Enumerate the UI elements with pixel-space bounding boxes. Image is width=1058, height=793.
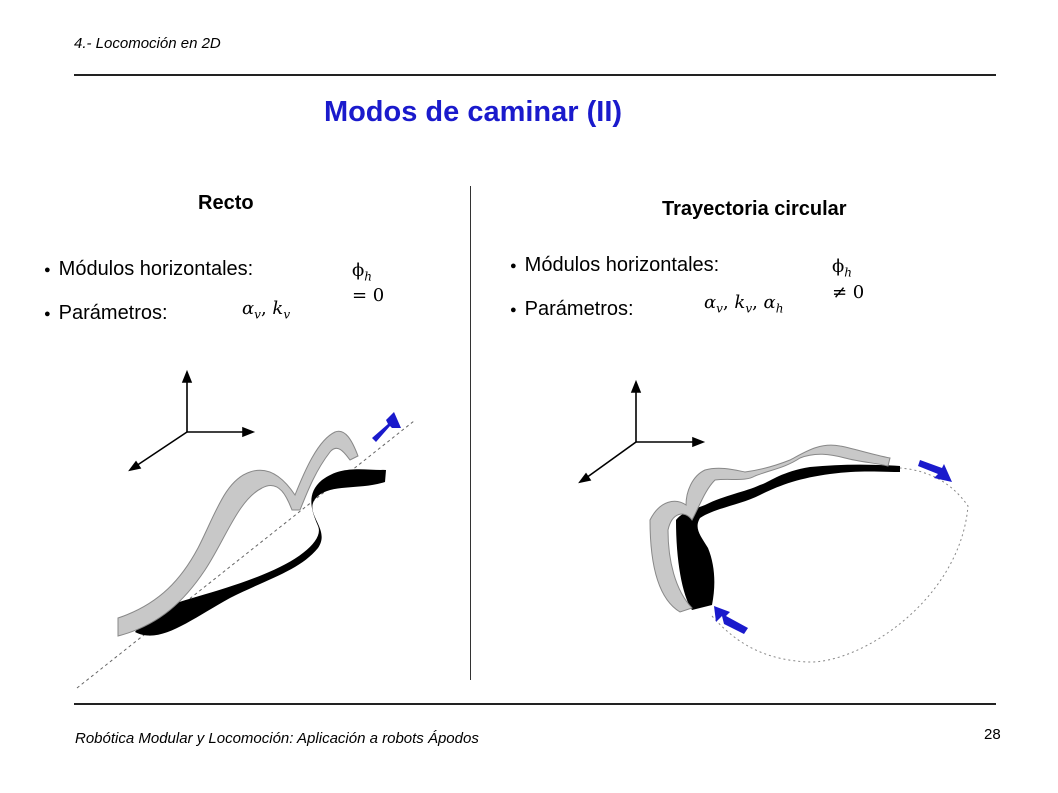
- left-phi-h: ϕh: [352, 260, 372, 284]
- direction-arrow-icon: [372, 412, 401, 442]
- right-bullet-modules-label: Módulos horizontales:: [524, 254, 720, 276]
- bullet-dot: ●: [510, 303, 517, 316]
- left-bullet-modules: ● Módulos horizontales:: [44, 258, 253, 281]
- right-bullet-params-label: Parámetros:: [524, 298, 634, 320]
- left-bullet-params: ● Parámetros:: [44, 302, 168, 325]
- bullet-dot: ●: [44, 307, 51, 320]
- direction-arrow-icon: [714, 606, 748, 634]
- right-bullet-modules: ● Módulos horizontales:: [510, 254, 719, 277]
- section-label: 4.- Locomoción en 2D: [74, 35, 221, 52]
- phi-symbol: ϕ: [352, 260, 365, 281]
- left-bullet-params-label: Parámetros:: [58, 302, 168, 324]
- right-params-math: αv, kv, αh: [704, 292, 784, 316]
- left-bullet-modules-label: Módulos horizontales:: [58, 258, 254, 280]
- left-phi-value: = 0: [352, 285, 385, 306]
- axes-icon: [578, 379, 706, 484]
- right-phi-value: ≠ 0: [832, 282, 865, 303]
- left-params-math: αv, kv: [242, 298, 291, 322]
- bullet-dot: ●: [510, 259, 517, 272]
- right-heading: Trayectoria circular: [662, 198, 847, 220]
- direction-arrow-icon: [918, 460, 952, 482]
- page-number: 28: [984, 726, 1001, 743]
- header-rule: [74, 74, 996, 76]
- axes-icon: [128, 369, 256, 472]
- robot-body: [649, 444, 891, 613]
- robot-shadow: [135, 469, 386, 636]
- bullet-dot: ●: [44, 263, 51, 276]
- right-phi-h: ϕh: [832, 256, 852, 280]
- column-divider: [470, 186, 471, 680]
- phi-subscript: h: [364, 269, 373, 284]
- phi-symbol: ϕ: [832, 256, 845, 277]
- footer-rule: [74, 703, 996, 705]
- right-bullet-params: ● Parámetros:: [510, 298, 634, 321]
- robot-shadow: [676, 464, 900, 610]
- phi-subscript: h: [844, 265, 853, 280]
- robot-body: [117, 430, 359, 637]
- footer-text: Robótica Modular y Locomoción: Aplicació…: [75, 730, 479, 747]
- page-title: Modos de caminar (II): [323, 96, 623, 128]
- left-heading: Recto: [198, 192, 254, 214]
